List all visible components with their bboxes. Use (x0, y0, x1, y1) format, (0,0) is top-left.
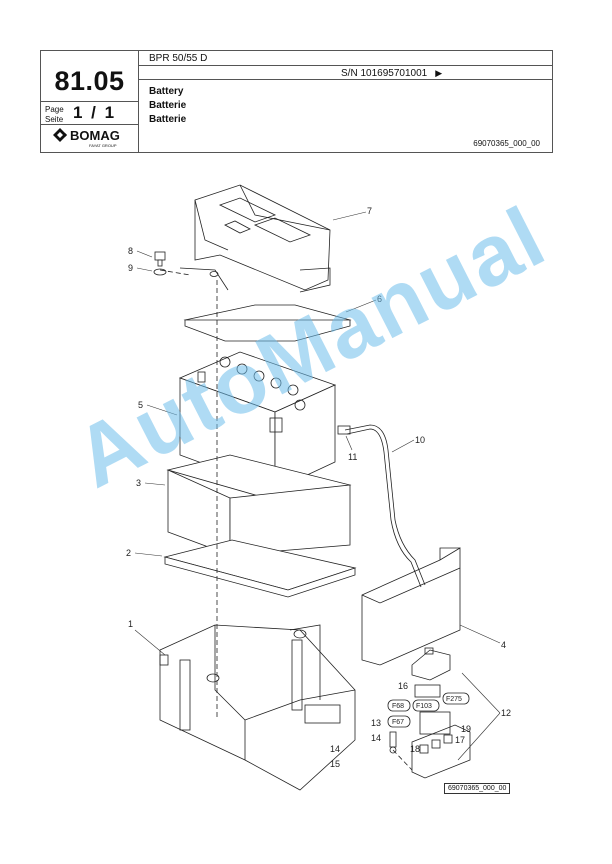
callout-labels: 1 2 3 4 5 6 7 8 9 10 11 12 13 14 14 15 1… (126, 206, 511, 769)
fuse-label-f275: F275 (446, 696, 462, 703)
figure-code: 69070365_000_00 (444, 783, 511, 794)
insulation-sleeve (166, 454, 352, 556)
callout-13: 13 (371, 718, 381, 728)
group-number: 81.05 (54, 66, 125, 96)
callout-19: 19 (461, 724, 471, 734)
serial-text: S/N 101695701001 (341, 68, 428, 79)
fuse-block (389, 647, 471, 779)
callout-5: 5 (138, 400, 143, 410)
fuse-label-f68: F68 (392, 703, 404, 710)
header-table: BPR 50/55 D S/N 101695701001 ▶ 81.05 Page… (40, 50, 553, 153)
arrow-right-icon: ▶ (435, 68, 443, 78)
bolt (154, 251, 166, 267)
callout-2: 2 (126, 548, 131, 558)
fuse-labels: F68 F103 F275 F67 (387, 692, 470, 728)
reference-code: 69070365_000_00 (473, 139, 540, 148)
bomag-logo: BOMAG FAYAT GROUP (53, 128, 120, 148)
machine-model: BPR 50/55 D (149, 53, 208, 64)
header-divider (41, 101, 138, 102)
callout-14b: 14 (330, 744, 340, 754)
callout-18: 18 (410, 744, 420, 754)
callout-4: 4 (501, 640, 506, 650)
callout-10: 10 (415, 435, 425, 445)
logo-subtext: FAYAT GROUP (89, 143, 117, 148)
terminal-cover (361, 547, 461, 666)
callout-7: 7 (367, 206, 372, 216)
battery-clamp-bracket (179, 184, 331, 293)
callout-16: 16 (398, 681, 408, 691)
fuse-label-f103: F103 (416, 703, 432, 710)
header-divider (138, 79, 553, 80)
title-fr: Batterie (149, 114, 187, 125)
battery-tray (159, 624, 356, 791)
page-label-de: Seite (45, 115, 64, 124)
cable-terminal (337, 425, 351, 435)
logo-text: BOMAG (70, 128, 120, 143)
battery-cable (344, 424, 426, 586)
page-label-en: Page (45, 105, 64, 114)
washer (153, 268, 167, 276)
callout-15: 15 (330, 759, 340, 769)
header-divider (41, 124, 138, 125)
header-divider (138, 51, 139, 152)
bomag-logo-icon (53, 128, 67, 142)
callout-11: 11 (348, 452, 357, 462)
callout-14a: 14 (371, 733, 381, 743)
serial-number: S/N 101695701001 ▶ (341, 68, 442, 79)
callout-1: 1 (128, 619, 133, 629)
callout-9: 9 (128, 263, 133, 273)
battery (178, 351, 337, 491)
title-de: Batterie (149, 100, 187, 111)
callout-6: 6 (377, 294, 382, 304)
title-en: Battery (149, 86, 184, 97)
callout-8: 8 (128, 246, 133, 256)
page-number: 1 / 1 (73, 103, 115, 122)
callout-12: 12 (501, 708, 511, 718)
page-label: Page Seite (45, 105, 64, 125)
callout-17: 17 (455, 735, 465, 745)
header-divider (138, 65, 553, 66)
leader-lines (134, 211, 501, 761)
callout-3: 3 (136, 478, 141, 488)
fuse-label-f67: F67 (392, 719, 404, 726)
